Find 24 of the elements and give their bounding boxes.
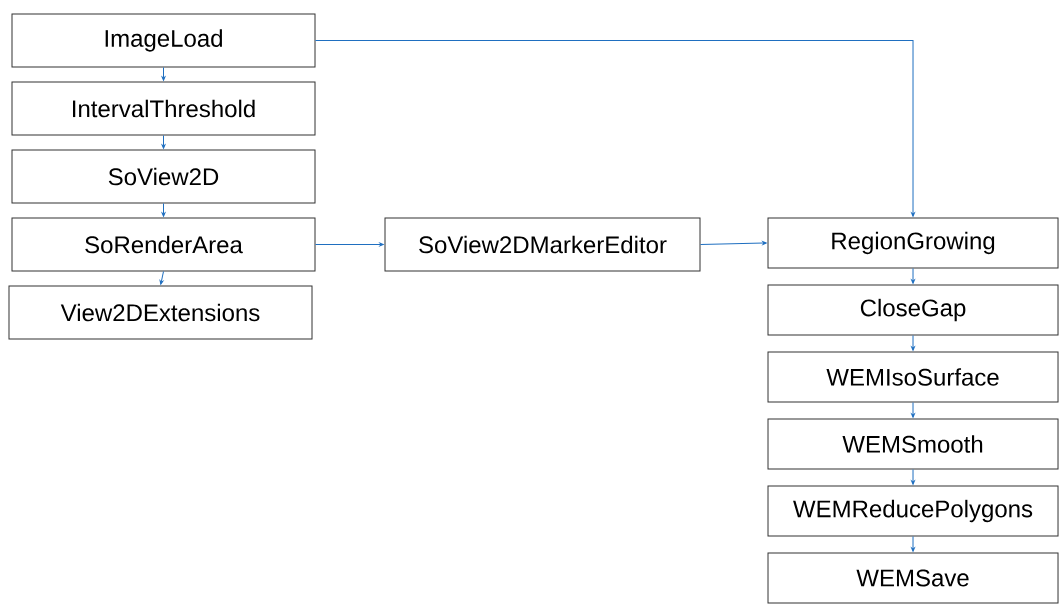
module-box: IntervalThreshold [11,81,316,136]
arrow [911,402,915,418]
arrow [911,469,915,485]
arrow [161,135,166,149]
arrow [911,335,915,351]
arrow [315,40,915,217]
module-box: WEMSmooth [767,418,1059,470]
module-box: RegionGrowing [767,217,1059,269]
arrow [315,242,384,247]
arrow [911,536,915,552]
module-box: WEMIsoSurface [767,351,1059,403]
module-box: CloseGap [767,284,1059,336]
arrow [700,241,767,245]
arrow [911,268,915,284]
module-box: SoView2DMarkerEditor [384,217,701,272]
module-box: WEMReducePolygons [767,485,1059,537]
arrow [161,67,166,81]
module-box: WEMSave [767,552,1059,604]
module-box: View2DExtensions [8,285,313,340]
arrow [161,203,166,217]
module-box: SoView2D [11,149,316,204]
module-box: ImageLoad [11,13,316,68]
module-box: SoRenderArea [11,217,316,272]
arrow [159,271,164,285]
